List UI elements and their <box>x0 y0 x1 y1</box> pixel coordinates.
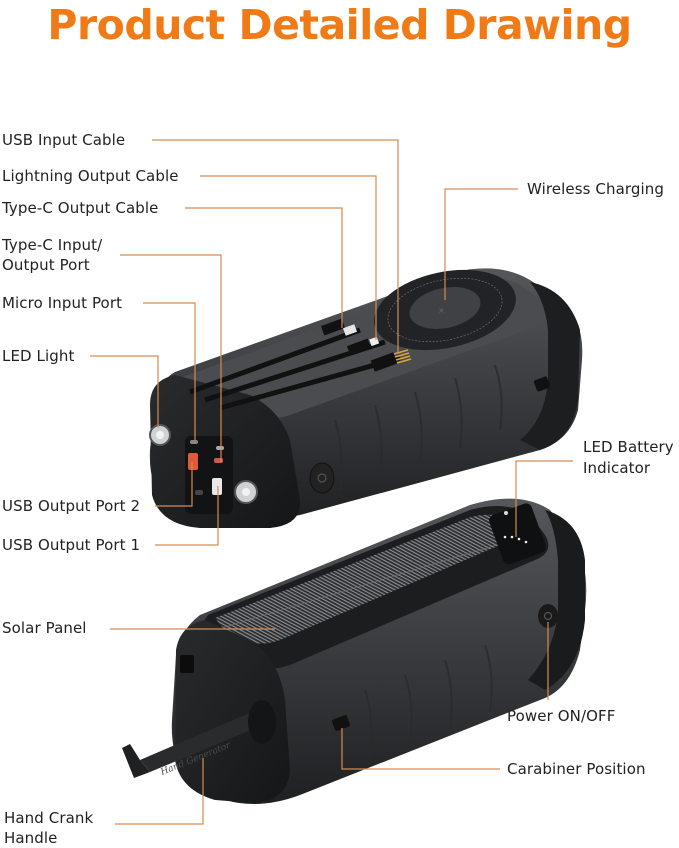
callout-lightning-output-cable: Lightning Output Cable <box>2 167 179 185</box>
callout-wireless-charging: Wireless Charging <box>527 180 665 198</box>
callout-usb-output-port-2: USB Output Port 2 <box>2 497 141 515</box>
svg-text:×: × <box>438 306 445 315</box>
callout-usb-input-cable: USB Input Cable <box>2 131 126 149</box>
leader-lines <box>90 139 573 825</box>
page-title: Product Detailed Drawing <box>47 1 632 49</box>
callout-led-battery-indicator-line1: LED Battery <box>583 438 674 456</box>
callout-hand-crank-handle-line2: Handle <box>4 829 58 847</box>
callout-carabiner-position: Carabiner Position <box>507 760 646 778</box>
callout-led-battery-indicator-line2: Indicator <box>583 459 651 477</box>
power-bank-top-view: × <box>149 268 583 528</box>
callout-solar-panel: Solar Panel <box>2 619 87 637</box>
callout-type-c-io-port-line1: Type-C Input/ <box>2 236 103 254</box>
callout-usb-output-port-1: USB Output Port 1 <box>2 536 141 554</box>
power-bank-solar-view: Hand Generator <box>122 498 587 804</box>
callout-led-light: LED Light <box>2 347 75 365</box>
callout-micro-input-port: Micro Input Port <box>2 294 123 312</box>
callout-hand-crank-handle-line1: Hand Crank <box>4 809 94 827</box>
callout-power-on-off: Power ON/OFF <box>507 707 616 725</box>
callout-type-c-output-cable: Type-C Output Cable <box>2 199 159 217</box>
callout-type-c-io-port-line2: Output Port <box>2 256 90 274</box>
